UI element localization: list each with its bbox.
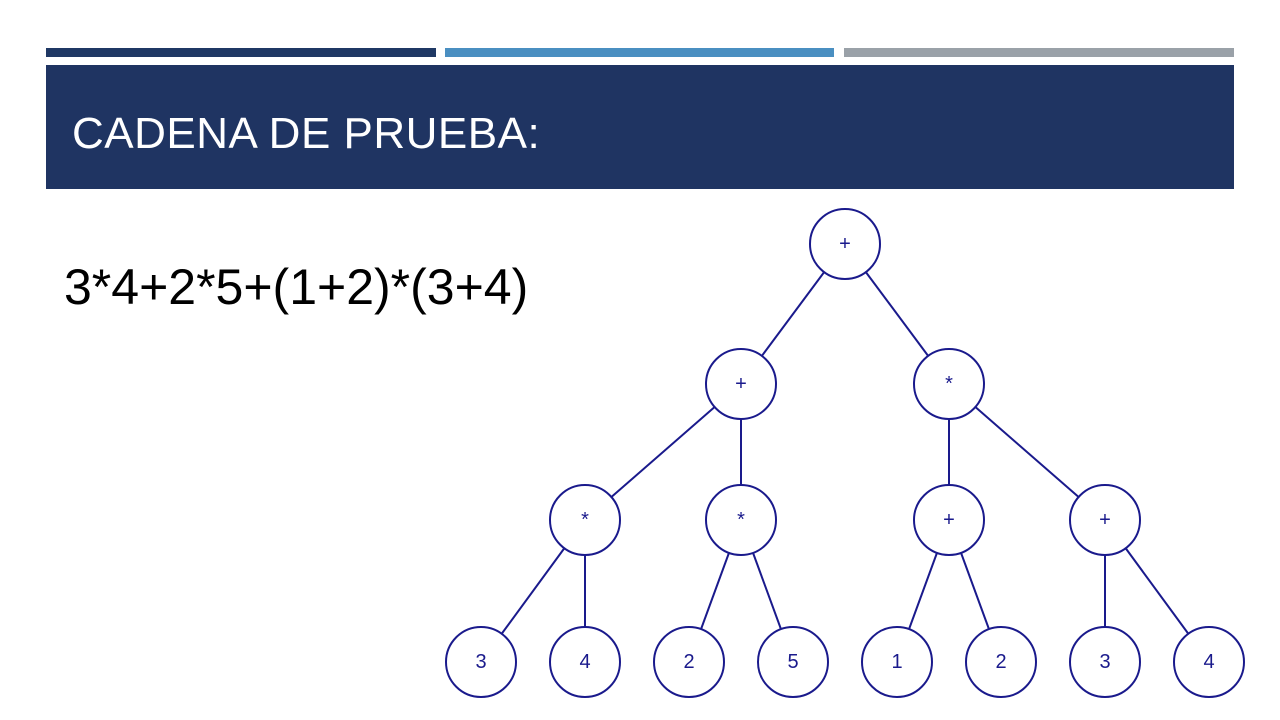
tree-node-ll: * [549,484,621,556]
tree-edge-rl-n2b [960,552,990,630]
tree-node-circle [913,348,985,420]
tree-node-label: + [839,233,851,255]
tree-node-r: * [913,348,985,420]
tree-node-circle [445,626,517,698]
title-band: CADENA DE PRUEBA: [46,65,1234,189]
tree-node-label: 4 [1203,651,1214,673]
tree-node-n1: 1 [861,626,933,698]
tree-node-rr: + [1069,484,1141,556]
tree-node-l: + [705,348,777,420]
slide-title: CADENA DE PRUEBA: [72,109,541,158]
tree-node-label: * [581,509,589,531]
tree-node-label: 1 [891,651,902,673]
tree-node-circle [913,484,985,556]
tree-node-root: + [809,208,881,280]
tree-node-label: 2 [683,651,694,673]
tree-node-n3a: 3 [445,626,517,698]
tree-node-label: 4 [579,651,590,673]
tree-node-n4a: 4 [549,626,621,698]
tree-node-label: + [1099,509,1111,531]
tree-node-circle [809,208,881,280]
tree-node-n4b: 4 [1173,626,1245,698]
tree-edge-ll-n3a [500,547,566,635]
tree-edge-r-rr [974,406,1080,498]
tree-node-label: * [737,509,745,531]
tree-node-label: + [735,373,747,395]
tree-node-label: 3 [1099,651,1110,673]
accent-bar-dark [46,48,436,57]
tree-node-circle [1069,626,1141,698]
tree-node-circle [549,626,621,698]
tree-node-label: 2 [995,651,1006,673]
tree-node-circle [1069,484,1141,556]
tree-node-label: * [945,373,953,395]
tree-node-rl: + [913,484,985,556]
tree-node-n2b: 2 [965,626,1037,698]
tree-edge-rr-n4b [1124,547,1190,635]
tree-node-circle [965,626,1037,698]
tree-edge-root-r [865,271,929,357]
tree-node-circle [705,348,777,420]
tree-node-circle [705,484,777,556]
tree-edge-l-ll [610,406,716,498]
tree-node-label: 3 [475,651,486,673]
tree-node-label: 5 [787,651,798,673]
tree-node-n5: 5 [757,626,829,698]
tree-node-circle [757,626,829,698]
tree-node-n2a: 2 [653,626,725,698]
test-expression: 3*4+2*5+(1+2)*(3+4) [64,259,529,315]
tree-node-circle [549,484,621,556]
accent-bar-gray [844,48,1234,57]
tree-node-circle [653,626,725,698]
tree-node-lr: * [705,484,777,556]
tree-edge-lr-n2a [700,552,730,630]
tree-node-circle [1173,626,1245,698]
tree-node-n3b: 3 [1069,626,1141,698]
tree-node-circle [861,626,933,698]
tree-node-label: + [943,509,955,531]
tree-edge-root-l [761,271,825,357]
tree-edge-lr-n5 [752,552,782,630]
tree-edge-rl-n1 [908,552,938,630]
accent-bar-blue [445,48,834,57]
